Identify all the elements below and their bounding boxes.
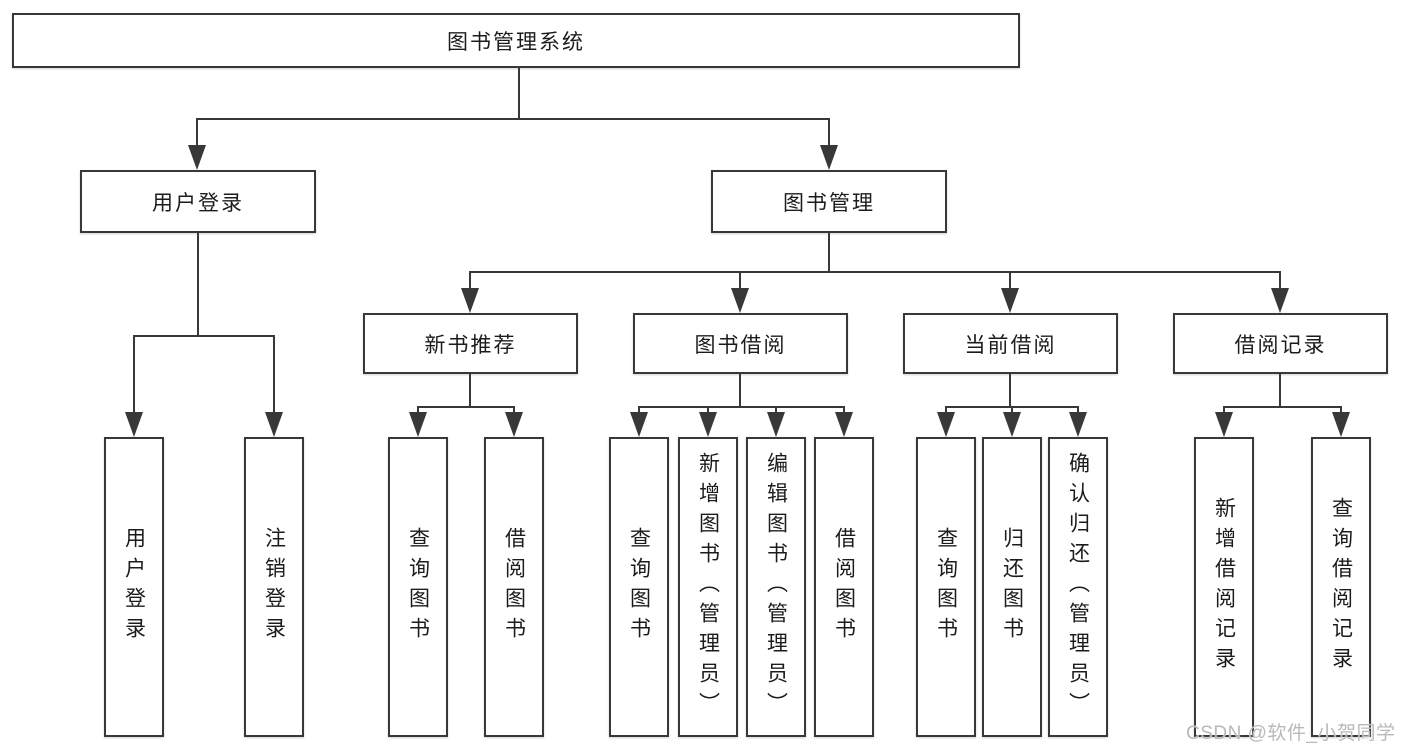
connector-recommend-stem [469,373,471,408]
node-book-borrow-label: 图书借阅 [694,333,787,357]
arrowhead-down-icon [188,145,206,170]
connector-borrow-arm-1 [638,406,640,415]
connector-login-arm-2 [273,335,275,414]
arrowhead-down-icon [1001,288,1019,313]
leaf-recommend-borrow-books-label: 借阅图书 [502,527,526,647]
leaf-return-books-label: 归还图书 [1000,527,1024,647]
leaf-confirm-return-admin: 确认归还（管理员） [1048,437,1108,737]
leaf-borrow-books: 借阅图书 [814,437,874,737]
connector-borrow-bar [638,406,845,408]
connector-recommend-arm-2 [513,406,515,415]
node-root-label: 图书管理系统 [447,30,585,54]
connector-login-bar [133,335,275,337]
node-book-management: 图书管理 [711,170,947,233]
connector-current-stem [1009,373,1011,408]
leaf-add-borrow-record-label: 新增借阅记录 [1212,497,1236,677]
node-current-borrow-label: 当前借阅 [964,333,1057,357]
leaf-borrow-query-books-label: 查询图书 [627,527,651,647]
arrowhead-down-icon [1271,288,1289,313]
arrowhead-down-icon [265,412,283,437]
arrowhead-down-icon [409,412,427,437]
leaf-user-login: 用户登录 [104,437,164,737]
leaf-query-borrow-record: 查询借阅记录 [1311,437,1371,737]
node-book-management-label: 图书管理 [783,191,875,215]
connector-borrow-arm-4 [843,406,845,415]
arrowhead-down-icon [1332,412,1350,437]
connector-login-arm-1 [133,335,135,414]
connector-current-arm-3 [1077,406,1079,415]
node-user-login-label: 用户登录 [152,191,244,215]
node-new-book-recommend: 新书推荐 [363,313,578,374]
leaf-recommend-borrow-books: 借阅图书 [484,437,544,737]
arrowhead-down-icon [835,412,853,437]
arrowhead-down-icon [699,412,717,437]
arrowhead-down-icon [1069,412,1087,437]
connector-recommend-bar [417,406,515,408]
connector-current-arm-1 [945,406,947,415]
leaf-recommend-query-books: 查询图书 [388,437,448,737]
connector-borrow-arm-3 [775,406,777,415]
connector-mgmt-arm-3 [1009,271,1011,291]
leaf-confirm-return-admin-label: 确认归还（管理员） [1066,452,1090,722]
leaf-add-books-admin-label: 新增图书（管理员） [696,452,720,722]
connector-records-bar [1223,406,1342,408]
arrowhead-down-icon [1215,412,1233,437]
leaf-current-query-books-label: 查询图书 [934,527,958,647]
connector-records-arm-2 [1340,406,1342,415]
connector-borrow-arm-2 [707,406,709,415]
connector-recommend-arm-1 [417,406,419,415]
leaf-return-books: 归还图书 [982,437,1042,737]
connector-mgmt-arm-4 [1279,271,1281,291]
leaf-user-login-label: 用户登录 [122,527,146,647]
arrowhead-down-icon [731,288,749,313]
node-root: 图书管理系统 [12,13,1020,68]
connector-records-arm-1 [1223,406,1225,415]
leaf-recommend-query-books-label: 查询图书 [406,527,430,647]
connector-login-stem [197,232,199,337]
arrowhead-down-icon [767,412,785,437]
connector-records-stem [1279,373,1281,408]
leaf-current-query-books: 查询图书 [916,437,976,737]
connector-root-bar [196,118,830,120]
connector-current-arm-2 [1011,406,1013,415]
connector-mgmt-arm-2 [739,271,741,291]
connector-borrow-stem [739,373,741,408]
node-book-borrow: 图书借阅 [633,313,848,374]
arrowhead-down-icon [1003,412,1021,437]
node-borrow-records: 借阅记录 [1173,313,1388,374]
arrowhead-down-icon [505,412,523,437]
connector-root-arm-left [196,118,198,148]
node-borrow-records-label: 借阅记录 [1234,333,1327,357]
leaf-edit-books-admin-label: 编辑图书（管理员） [764,452,788,722]
connector-mgmt-bar [469,271,1281,273]
arrowhead-down-icon [630,412,648,437]
node-new-book-recommend-label: 新书推荐 [424,333,517,357]
connector-root-arm-right [828,118,830,148]
arrowhead-down-icon [937,412,955,437]
leaf-logout-label: 注销登录 [262,527,286,647]
leaf-add-borrow-record: 新增借阅记录 [1194,437,1254,737]
connector-mgmt-arm-1 [469,271,471,291]
leaf-logout: 注销登录 [244,437,304,737]
node-current-borrow: 当前借阅 [903,313,1118,374]
leaf-query-borrow-record-label: 查询借阅记录 [1329,497,1353,677]
arrowhead-down-icon [461,288,479,313]
arrowhead-down-icon [820,145,838,170]
arrowhead-down-icon [125,412,143,437]
node-user-login: 用户登录 [80,170,316,233]
connector-mgmt-stem [828,232,830,273]
csdn-watermark: CSDN @软件_小贺同学 [1186,723,1396,744]
leaf-borrow-query-books: 查询图书 [609,437,669,737]
leaf-add-books-admin: 新增图书（管理员） [678,437,738,737]
leaf-borrow-books-label: 借阅图书 [832,527,856,647]
leaf-edit-books-admin: 编辑图书（管理员） [746,437,806,737]
connector-root-stem [518,67,520,120]
